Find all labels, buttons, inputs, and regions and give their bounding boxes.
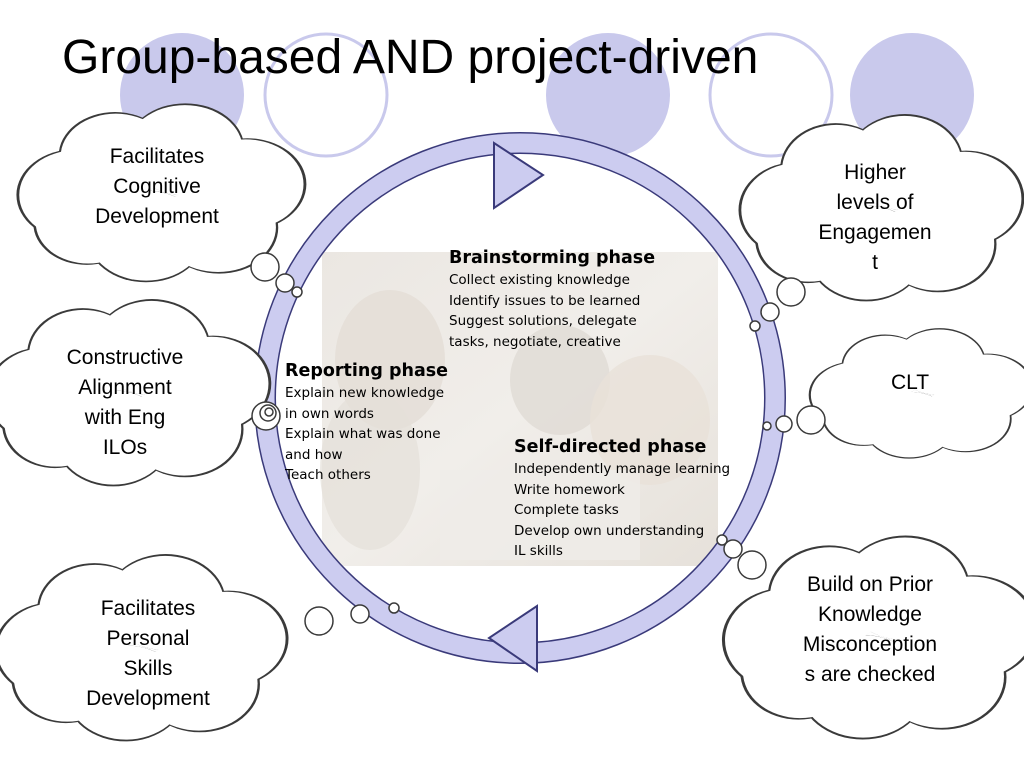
bubble-dot [760, 302, 780, 322]
phase-line: Teach others [285, 467, 371, 483]
phase-line: in own words [285, 405, 374, 422]
arrowhead-right-icon [493, 141, 545, 210]
self-directed-phase: Self-directed phase Independently manage… [514, 435, 750, 562]
phase-title: Self-directed phase [514, 437, 707, 457]
cloud-line: Misconception [802, 633, 938, 656]
cloud-line: Skills [123, 657, 173, 680]
cloud-line: ILOs [102, 436, 148, 459]
cloud-alignment-text: Constructive Alignment with Eng ILOs [40, 343, 210, 463]
deco-circle-outline [708, 32, 834, 158]
phase-title: Brainstorming phase [449, 248, 656, 268]
bubble-dot [304, 606, 334, 636]
bubble-dot [723, 539, 743, 559]
deco-circle-filled [546, 33, 670, 157]
bubble-dot [275, 273, 295, 293]
phase-title: Reporting phase [285, 361, 449, 381]
cloud-engagement-text: Higher levels of Engagemen t [790, 158, 960, 278]
cloud-cognitive-text: Facilitates Cognitive Development [62, 142, 252, 232]
slide-title: Group-based AND project-driven [62, 31, 759, 84]
phase-line: Explain what was done [285, 426, 441, 442]
phase-line: Develop own understanding [514, 522, 705, 539]
cloud-line: Constructive [66, 346, 184, 369]
cloud-personal-text: Facilitates Personal Skills Development [58, 594, 238, 714]
cloud-line: with Eng [84, 406, 166, 429]
phase-line: tasks, negotiate, creative [449, 333, 621, 350]
arrowhead-left-icon [487, 604, 538, 673]
phase-line: Collect existing knowledge [449, 272, 630, 288]
phase-line: Complete tasks [514, 502, 619, 518]
bubble-dot [291, 286, 303, 298]
cloud-line: Development [86, 687, 210, 710]
cloud-clt-text: CLT [860, 368, 960, 398]
cloud-line: Higher [844, 161, 906, 184]
cloud-line: Build on Prior [806, 573, 934, 596]
thought-bubbles [250, 252, 826, 636]
phase-line: Suggest solutions, delegate [449, 313, 637, 329]
bubble-dot [796, 405, 826, 435]
reporting-phase: Reporting phase Explain new knowledge in… [285, 359, 448, 486]
bubble-dot [762, 421, 772, 431]
bubble-dot [737, 550, 767, 580]
bubble-dot [749, 320, 761, 332]
cloud-line: Facilitates [100, 597, 196, 620]
cloud-line: Development [95, 205, 219, 228]
brainstorming-phase: Brainstorming phase Collect existing kno… [449, 246, 655, 352]
cloud-line: s are checked [804, 663, 936, 686]
cloud-line: Alignment [78, 376, 172, 399]
cloud-line: Cognitive [113, 175, 201, 198]
bubble-dot [716, 534, 728, 546]
cloud-prior-text: Build on Prior Knowledge Misconception s… [780, 570, 960, 690]
deco-circle-outline [263, 32, 389, 158]
cloud-line: t [872, 251, 878, 274]
bubble-dot [388, 602, 400, 614]
phase-line: Write homework [514, 481, 625, 498]
cloud-line: Knowledge [818, 603, 922, 626]
phase-line: Independently manage learning [514, 461, 731, 477]
cloud-line: Engagemen [818, 221, 932, 244]
phase-line: and how [285, 446, 343, 463]
cloud-line: Facilitates [109, 145, 205, 168]
bubble-dot [776, 277, 806, 307]
cloud-line: CLT [890, 371, 930, 394]
bubble-dot [350, 604, 370, 624]
phase-line: Identify issues to be learned [449, 292, 641, 309]
phase-line: IL skills [514, 543, 563, 559]
cloud-line: levels of [836, 191, 914, 214]
bubble-dot [775, 415, 793, 433]
cloud-line: Personal [106, 627, 190, 650]
phase-line: Explain new knowledge [285, 385, 445, 401]
bubble-dot [264, 407, 274, 417]
classroom-photo [320, 252, 718, 566]
bubble-dot [250, 252, 280, 282]
